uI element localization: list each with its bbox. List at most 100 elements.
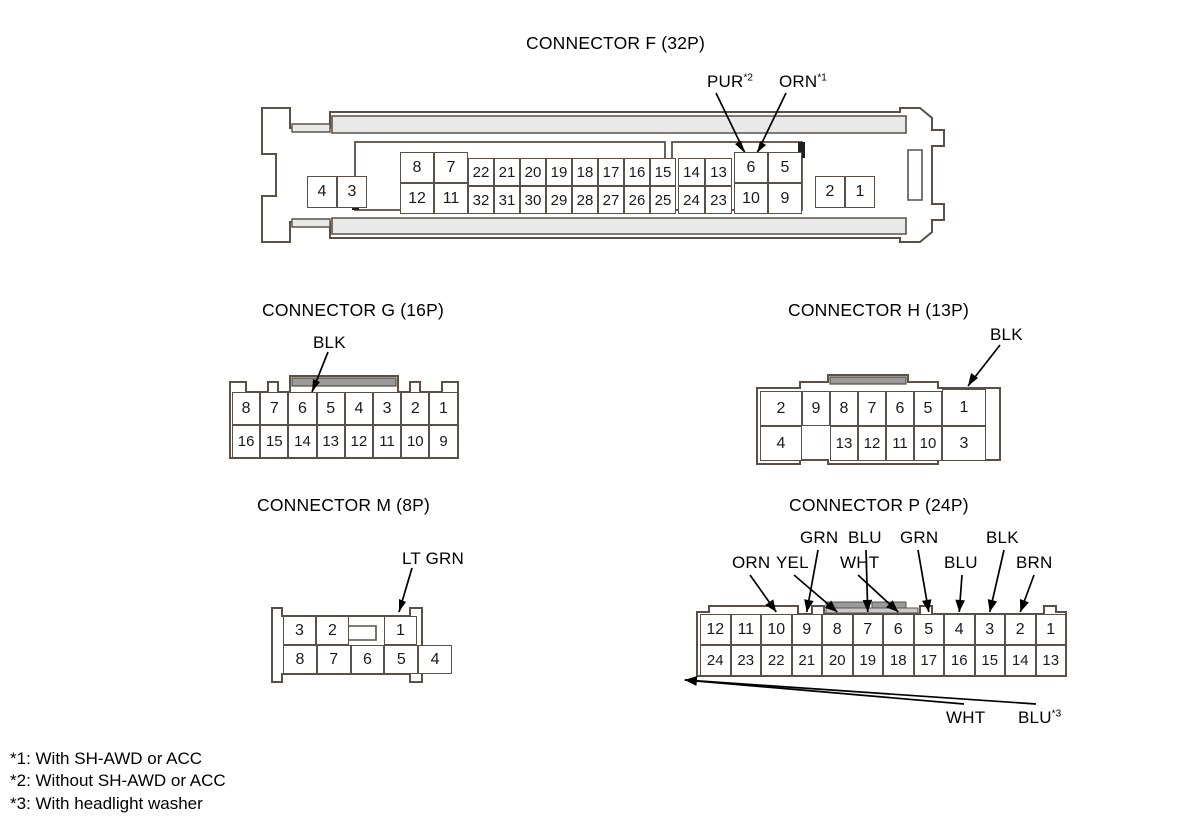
connector-p-pin-14: 14 <box>1005 645 1036 676</box>
connector-f-wire-label-orn-text: ORN <box>779 72 818 91</box>
footnote-1: *1: With SH-AWD or ACC <box>10 749 203 768</box>
connector-p-pin-6: 6 <box>883 614 914 645</box>
connector-f-pin-10: 10 <box>734 183 768 214</box>
connector-f-pin-32: 32 <box>468 186 494 214</box>
footnote-3: *3: With headlight washer <box>10 793 203 813</box>
connector-f-pin-17: 17 <box>598 158 624 186</box>
connector-m-pin-5: 5 <box>384 645 419 674</box>
connector-f-pin-1: 1 <box>845 176 875 208</box>
connector-p-pin-24: 24 <box>700 645 731 676</box>
connector-m-pin-1: 1 <box>384 616 417 645</box>
connector-g-pin-13: 13 <box>316 425 345 458</box>
connector-g-pin-12: 12 <box>344 425 373 458</box>
connector-m-wire-label-ltgrn: LT GRN <box>402 549 464 568</box>
connector-p-pin-21: 21 <box>791 645 822 676</box>
connector-f-pin-22: 22 <box>468 158 494 186</box>
connector-p-wire-label-brn-pin-2: BRN <box>1016 553 1053 573</box>
connector-p-wire-label-sup: *3 <box>1051 708 1062 720</box>
connector-m-title: CONNECTOR M (8P) <box>257 495 431 515</box>
connector-g-pin-8: 8 <box>232 392 261 425</box>
connector-p-wire-label-text: BLU <box>848 528 882 547</box>
connector-f-pin-4: 4 <box>307 176 337 208</box>
connector-g-pin-6: 6 <box>288 392 317 425</box>
connector-f-pin-26: 26 <box>624 186 650 214</box>
connector-p-wire-label-grn-pin-5: GRN <box>900 528 938 548</box>
connector-p-pin-17: 17 <box>913 645 944 676</box>
connector-g-pin-2: 2 <box>401 392 430 425</box>
connector-p-pin-3: 3 <box>974 614 1005 645</box>
connector-h-pin-5: 5 <box>914 391 942 426</box>
connector-p-pin-19: 19 <box>852 645 883 676</box>
connector-f-wire-label-pur-text: PUR <box>707 72 744 91</box>
connector-p-pin-9: 9 <box>791 614 822 645</box>
connector-g-pin-3: 3 <box>373 392 402 425</box>
connector-h-pin-2: 2 <box>760 391 802 426</box>
connector-f-pin-12: 12 <box>400 183 434 214</box>
connector-h-pin-9: 9 <box>802 391 830 426</box>
connector-f-pin-15: 15 <box>650 158 676 186</box>
connector-f-pin-31: 31 <box>494 186 520 214</box>
connector-f-pin-7: 7 <box>434 152 468 183</box>
connector-h-pin-10: 10 <box>914 426 942 461</box>
connector-p-wire-label-text: ORN <box>732 553 771 572</box>
connector-g-pin-15: 15 <box>260 425 289 458</box>
connector-p-pin-1: 1 <box>1035 614 1066 645</box>
connector-p-pin-12: 12 <box>700 614 731 645</box>
connector-f-pin-14: 14 <box>678 158 705 186</box>
connector-h-pin-1: 1 <box>942 389 986 426</box>
footnotes: *1: With SH-AWD or ACC *2: Without SH-AW… <box>10 748 226 815</box>
connector-g-pin-9: 9 <box>429 425 458 458</box>
connector-p-wire-label-blk-pin-3: BLK <box>986 528 1019 548</box>
connector-p-wire-label-orn-pin-10: ORN <box>732 553 770 573</box>
connector-h-pin-6: 6 <box>886 391 914 426</box>
connector-h-pin-7: 7 <box>858 391 886 426</box>
footnote-2: *2: Without SH-AWD or ACC <box>10 771 226 791</box>
connector-m-pin-4: 4 <box>418 645 452 674</box>
connector-h-wire-label-blk: BLK <box>990 325 1023 344</box>
connector-p-pin-5: 5 <box>913 614 944 645</box>
connector-f-pin-20: 20 <box>520 158 546 186</box>
connector-f-pin-28: 28 <box>572 186 598 214</box>
connector-p-wire-label-text: BRN <box>1016 553 1053 572</box>
connector-g-pin-7: 7 <box>260 392 289 425</box>
connector-h-pin-8: 8 <box>830 391 858 426</box>
connector-f-title: CONNECTOR F (32P) <box>526 33 706 53</box>
connector-p-wire-label-yel-pin-8: YEL <box>776 553 809 573</box>
connector-g-wire-label-blk: BLK <box>313 333 346 352</box>
connector-f-wire-label-orn-sup: *1 <box>817 72 827 84</box>
connector-f-pin-8: 8 <box>400 152 434 183</box>
connector-h-pin-11: 11 <box>886 426 914 461</box>
connector-f-pin-13: 13 <box>705 158 732 186</box>
connector-h-pin-3: 3 <box>942 426 986 461</box>
connector-f-pin-24: 24 <box>678 186 705 214</box>
connector-f-wire-label-pur: PUR*2 <box>707 72 753 92</box>
connector-f-pin-3: 3 <box>337 176 367 208</box>
connector-p-wire-label-blu-pin-14: BLU*3 <box>1018 708 1061 728</box>
connector-p-wire-label-text: BLU <box>944 553 978 572</box>
connector-p-pin-10: 10 <box>761 614 792 645</box>
connector-f-pin-21: 21 <box>494 158 520 186</box>
connector-p-wire-label-text: WHT <box>946 708 986 727</box>
connector-g-pin-10: 10 <box>401 425 430 458</box>
connector-m-pin-6: 6 <box>350 645 385 674</box>
connector-p-pin-23: 23 <box>730 645 761 676</box>
connector-p-wire-label-text: WHT <box>840 553 880 572</box>
connector-p-pin-13: 13 <box>1035 645 1066 676</box>
connector-h-pin-4: 4 <box>760 426 802 461</box>
connector-g-pin-16: 16 <box>232 425 261 458</box>
connector-p-pin-7: 7 <box>852 614 883 645</box>
connector-p-pin-15: 15 <box>974 645 1005 676</box>
connector-h-title: CONNECTOR H (13P) <box>788 300 970 320</box>
connector-p-wire-label-text: GRN <box>900 528 939 547</box>
connector-f-wire-label-orn: ORN*1 <box>779 72 827 92</box>
connector-p-wire-label-text: BLK <box>986 528 1019 547</box>
connector-m-pin-3: 3 <box>283 616 316 645</box>
connector-p-wire-label-text: GRN <box>800 528 839 547</box>
connector-p-wire-label-text: BLU <box>1018 708 1052 727</box>
connector-p-wire-label-text: YEL <box>776 553 809 572</box>
connector-f-wire-label-pur-sup: *2 <box>743 72 753 84</box>
connector-g-pin-5: 5 <box>316 392 345 425</box>
connector-f-pin-23: 23 <box>705 186 732 214</box>
